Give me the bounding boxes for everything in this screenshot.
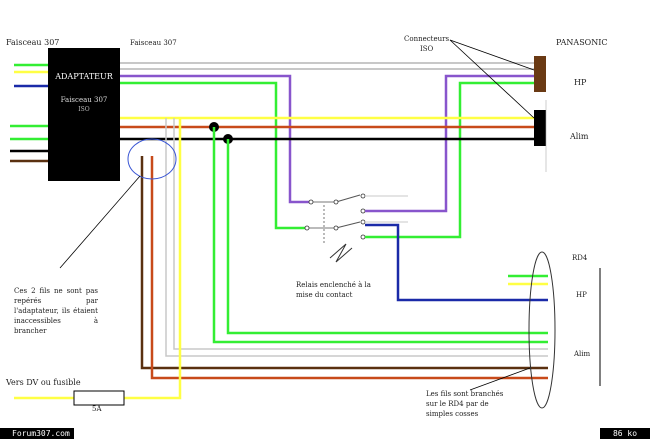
label-hp-right: HP	[576, 291, 587, 299]
note-left-pointer	[59, 175, 141, 269]
green-wire-hp	[365, 81, 534, 239]
alim-wires	[120, 116, 534, 144]
connector-hp	[534, 56, 546, 92]
connector-pointer-2	[449, 39, 535, 119]
label-connecteurs: Connecteurs	[404, 35, 450, 43]
note-left: Ces 2 fils ne sont pas repérés par l'ada…	[14, 287, 98, 335]
left-input-wires	[10, 63, 48, 163]
label-fuse: 5A	[92, 405, 102, 413]
left-ellipse	[127, 138, 177, 180]
adaptateur-subtitle-2: ISO	[78, 106, 90, 113]
hp-wires	[120, 62, 534, 230]
rd4-stubs	[508, 268, 601, 386]
fuse-box	[73, 390, 125, 406]
footer-bar	[0, 428, 650, 439]
purple-wire-hp	[365, 74, 534, 213]
label-faisceau-top: Faisceau 307	[130, 39, 177, 47]
adaptateur-subtitle: Faisceau 307	[60, 96, 108, 104]
label-hp: HP	[574, 78, 587, 87]
label-rd4: RD4	[572, 254, 588, 262]
blue-wire-rd4	[365, 223, 548, 302]
label-connecteurs-sub: ISO	[420, 45, 434, 53]
rd4-drops	[124, 118, 548, 400]
adaptateur-box	[48, 48, 120, 181]
note-right: Les fils sont branchés sur le RD4 par de…	[426, 390, 504, 418]
label-alim: Alim	[570, 132, 589, 141]
footer-site: Forum307.com	[0, 428, 74, 439]
footer-size: 86 ko	[600, 428, 650, 439]
label-panasonic: PANASONIC	[556, 38, 608, 47]
adaptateur-title: ADAPTATEUR	[55, 72, 113, 81]
connector-pointer-1	[449, 39, 535, 71]
right-ellipse	[528, 251, 556, 409]
label-vers-dv: Vers DV ou fusible	[6, 378, 81, 387]
note-right-pointer	[469, 367, 531, 391]
label-relais: Relais enclenché à la mise du contact	[296, 281, 371, 299]
relay	[304, 193, 408, 263]
label-alim-right: Alim	[574, 350, 591, 358]
connector-alim	[534, 110, 546, 146]
label-faisceau-left: Faisceau 307	[6, 38, 60, 47]
